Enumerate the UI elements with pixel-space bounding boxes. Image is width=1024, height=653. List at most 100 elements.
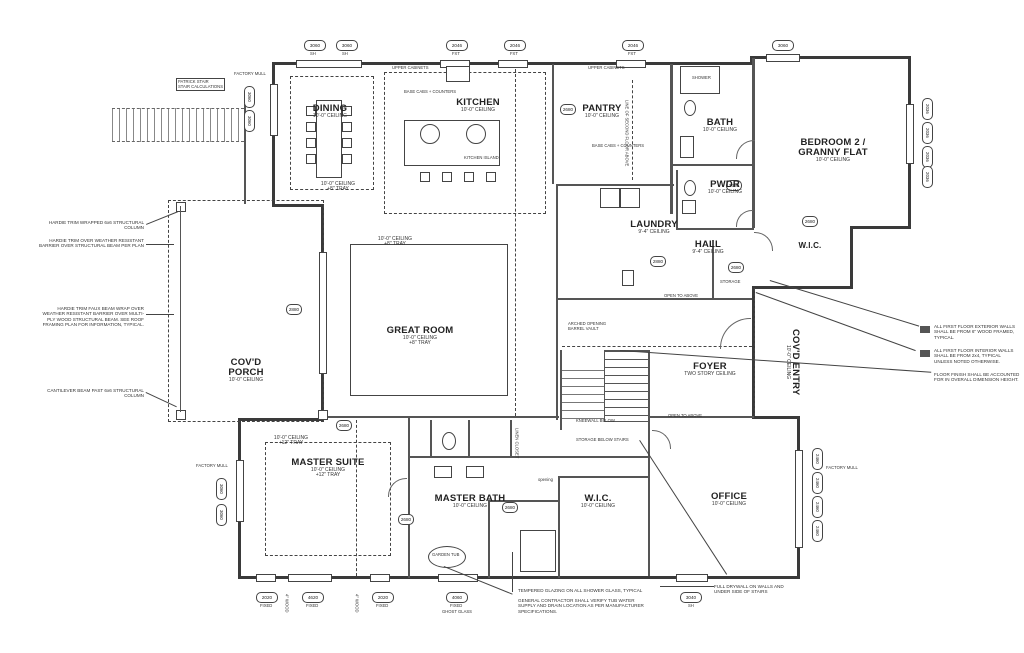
door-tag: 2880: [650, 256, 666, 267]
wall-wic-bottom: [752, 286, 853, 289]
note-faux-beam: HARDIE TRIM FAUX BEAM WRAP OVER WEATHER …: [42, 306, 145, 327]
stair-calc-box: PATRICK STAIR STAIR CALCULATIONS: [176, 78, 225, 92]
note-exterior-walls: ALL FIRST FLOOR EXTERIOR WALLS SHALL BE …: [934, 324, 1016, 340]
window-master-left: [236, 460, 244, 522]
window-office-right: [795, 450, 803, 548]
note-tempered-glazing: TEMPERED GLAZING ON ALL SHOWER GLASS, TY…: [518, 588, 643, 593]
window-tag: 2036: [922, 98, 933, 120]
window-bath-bottom: [438, 574, 478, 582]
wall-wc-left: [430, 420, 432, 458]
leader-line: [146, 314, 174, 315]
master-shower: [520, 530, 556, 572]
wall-pwdr-left: [676, 170, 678, 230]
window-tag: 2046: [504, 40, 526, 51]
wall-top-right: [752, 56, 910, 59]
wall-kitchen-pantry: [552, 64, 554, 184]
exterior-steps: [112, 108, 244, 142]
window-dining-top: [296, 60, 362, 68]
room-wic-lower: W.I.C. 10'-0" CEILING: [580, 493, 616, 509]
wall-step-top: [750, 56, 753, 65]
master-tray: [265, 442, 391, 556]
storage-label: STORAGE: [720, 279, 741, 284]
room-office: OFFICE 10'-0" CEILING: [710, 491, 748, 507]
wood-label: 4" WOOD: [284, 594, 290, 613]
factory-mull-label: FACTORY MULL: [826, 465, 858, 470]
window-tag: 3060: [244, 110, 255, 132]
second-floor-line-pantry: [632, 80, 633, 180]
door-tag: 2680: [728, 262, 744, 273]
wall-laundry-left: [556, 184, 558, 300]
pantry-base-label: BASE CABS + COUNTERS: [592, 143, 645, 148]
master-sink-2: [466, 466, 484, 478]
washer: [600, 188, 620, 208]
window-tag: 3060: [336, 40, 358, 51]
open-to-above-label: OPEN TO ABOVE: [664, 293, 699, 298]
wood-label: 4" WOOD: [354, 594, 360, 613]
window-type: SH: [310, 51, 316, 56]
base-cabinets-label: BASE CABS + COUNTERS: [404, 89, 457, 94]
note-cantilever: CANTILEVER BEAM PAST 6x6 STRUCTURAL COLU…: [47, 388, 144, 399]
bar-stool: [464, 172, 474, 182]
note-hardie-column: HARDIE TRIM WRAPPED 6x6 STRUCTURAL COLUM…: [48, 220, 144, 231]
room-laundry: LAUNDRY 9'-4" CEILING: [630, 219, 678, 235]
window-tag: 4620: [302, 592, 324, 603]
master-tray-label: 10'-0" CEILING +12" TRAY: [273, 435, 309, 447]
wall-master-top: [238, 418, 324, 421]
great-room-tray-label: 10'-0" CEILING +8" TRAY: [377, 236, 413, 248]
wall-wic-lower-top: [558, 476, 648, 478]
deck-edge: [244, 104, 246, 204]
dining-tray-outline: [290, 76, 374, 190]
wall-laundry-bottom: [556, 298, 752, 300]
kitchen-island-label: KITCHEN ISLAND: [464, 155, 499, 160]
dining-chair: [306, 106, 316, 116]
wall-wic-lower-left: [558, 478, 560, 578]
window-master-bottom-1: [256, 574, 276, 582]
kneewall-label: KNEEWALL BELOW: [576, 418, 615, 423]
range-2: [466, 124, 486, 144]
shower-label: SHOWER: [692, 75, 711, 80]
window-kitchen-2: [498, 60, 528, 68]
wall-bath-bottom: [670, 164, 754, 166]
room-pwdr: PWDR 10'-0" CEILING: [707, 179, 743, 195]
note-full-drywall: FULL DRYWALL ON WALLS AND UNDER SIDE OF …: [714, 584, 784, 595]
note-marker: [920, 326, 930, 333]
window-tag: 2046: [622, 40, 644, 51]
garden-tub-label: GARDEN TUB: [432, 552, 460, 557]
window-tag: 2036: [922, 166, 933, 188]
window-tag: 3060: [216, 504, 227, 526]
window-tag: 3040: [680, 592, 702, 603]
bath-toilet: [684, 100, 696, 116]
door-tag: 2680: [802, 216, 818, 227]
pantry-upper-label: UPPER CABINETS: [588, 65, 625, 70]
window-tag: 3060: [244, 86, 255, 108]
room-pantry: PANTRY 10'-0" CEILING: [582, 103, 622, 119]
window-tag: 2460: [812, 448, 823, 470]
wall-pwdr-bottom: [676, 228, 754, 230]
staircase-lower: [562, 370, 604, 420]
dining-tray: 10'-0" CEILING +8" TRAY: [320, 181, 356, 193]
porch-beam-left: [180, 206, 181, 412]
window-tag: 2460: [812, 520, 823, 542]
window-extra: GHOST GLASS: [442, 609, 472, 614]
wall-laundry-top: [556, 184, 674, 186]
linen-closet-label: LINEN CLOSET: [514, 428, 520, 459]
dining-chair: [342, 122, 352, 132]
window-tag: 2036: [922, 122, 933, 144]
wall-shower-top: [488, 500, 558, 502]
range: [420, 124, 440, 144]
second-floor-line-label: LINE OF SECOND FLOOR ABOVE: [624, 100, 630, 167]
note-tub-supply: GENERAL CONTRACTOR SHALL VERIFY TUB WATE…: [518, 598, 644, 614]
wall-linen-right: [510, 420, 512, 458]
second-floor-line-great: [515, 64, 516, 416]
window-tag: 3060: [216, 478, 227, 500]
wall-wic-right: [850, 226, 853, 288]
note-interior-walls: ALL FIRST FLOOR INTERIOR WALLS SHALL BE …: [934, 348, 1014, 364]
pwdr-sink: [682, 200, 696, 214]
room-kitchen: KITCHEN 10'-0" CEILING: [456, 97, 500, 113]
dining-chair: [342, 154, 352, 164]
door-tag: 2680: [336, 420, 352, 431]
bar-stool: [486, 172, 496, 182]
porch-column: [176, 410, 186, 420]
dining-chair: [306, 138, 316, 148]
porch-column: [176, 202, 186, 212]
